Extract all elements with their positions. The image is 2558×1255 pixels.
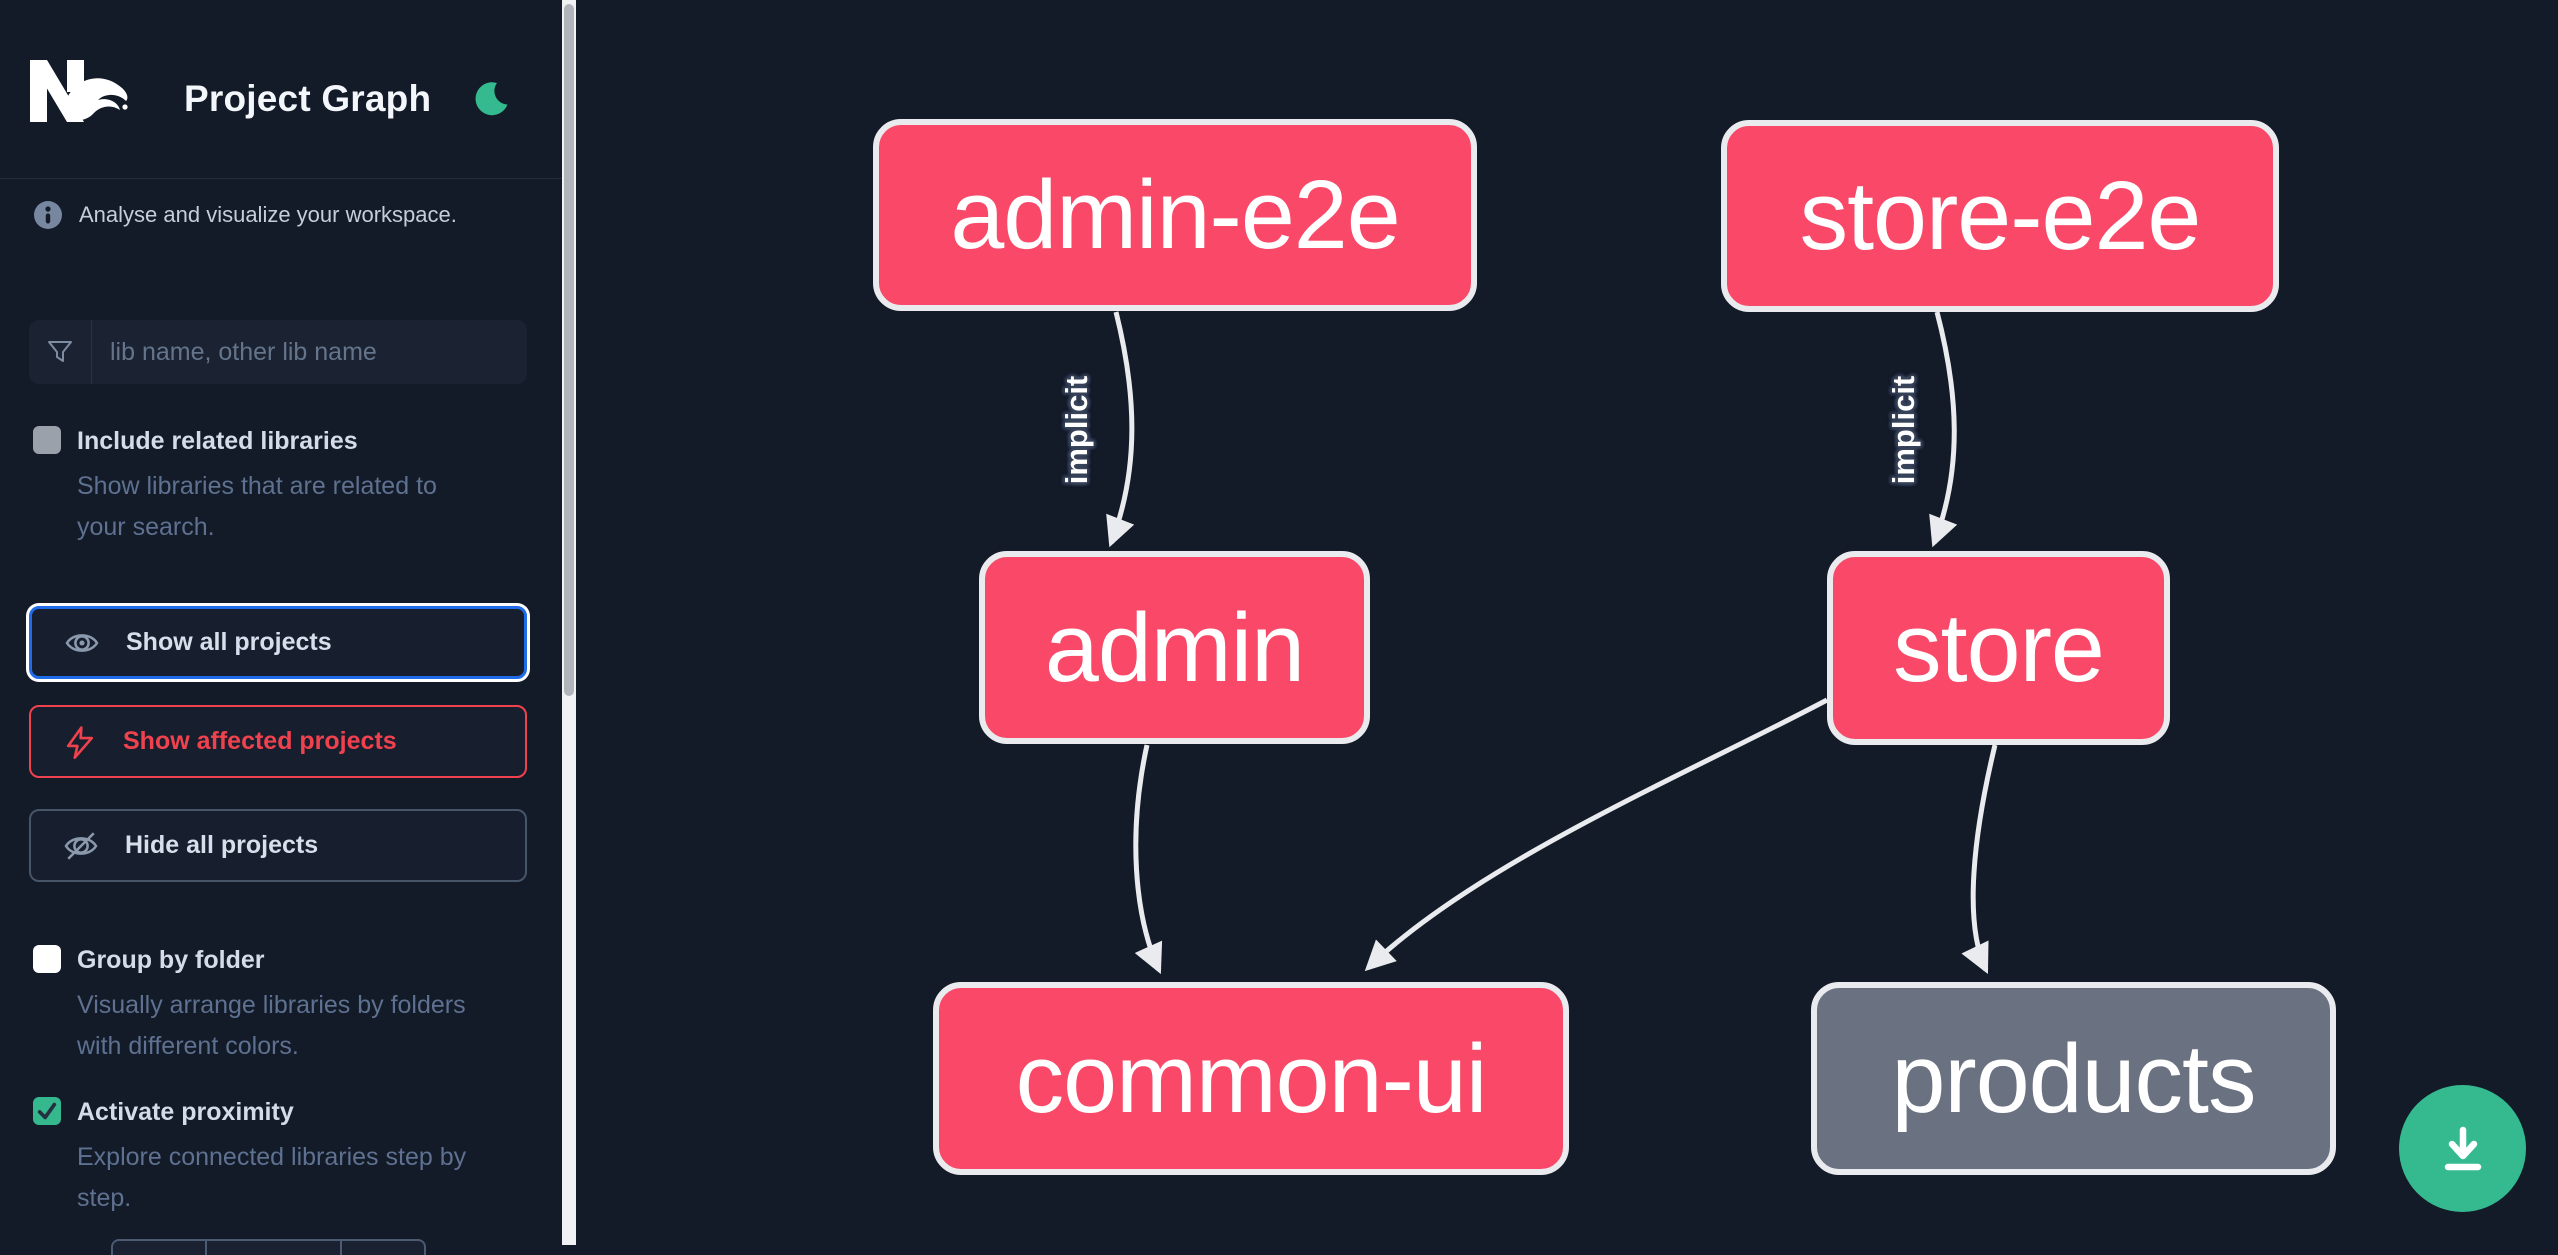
edge-label-implicit: implicit: [1886, 375, 1921, 485]
hide-all-projects-button[interactable]: Hide all projects: [29, 809, 527, 882]
graph-edges: [1106, 311, 1998, 975]
filter-funnel-icon: [29, 320, 92, 384]
edge-label-implicit: implicit: [1059, 375, 1094, 485]
show-all-projects-button[interactable]: Show all projects: [29, 606, 527, 679]
show-affected-projects-button[interactable]: Show affected projects: [29, 705, 527, 778]
option-activate-proximity: Activate proximity Explore connected lib…: [33, 1097, 533, 1237]
button-label: Hide all projects: [125, 831, 319, 859]
scrollbar-track[interactable]: [562, 0, 576, 1245]
button-label: Show affected projects: [123, 727, 397, 755]
node-common-ui[interactable]: common-ui: [933, 982, 1569, 1175]
option-label: Include related libraries: [77, 427, 358, 455]
checkmark-icon: [37, 1102, 57, 1120]
checkbox-activate-proximity[interactable]: [33, 1097, 61, 1125]
node-admin[interactable]: admin: [979, 551, 1370, 744]
eye-off-icon: [64, 831, 98, 860]
search-input[interactable]: [92, 320, 527, 384]
page-title: Project Graph: [184, 78, 432, 119]
option-description: Explore connected libraries step by step…: [77, 1143, 467, 1212]
search-box: [29, 320, 527, 384]
option-label: Group by folder: [77, 946, 265, 974]
option-group-by-folder: Group by folder Visually arrange librari…: [33, 945, 533, 1085]
edge-admin-e2e-admin: [1106, 311, 1135, 548]
tagline-text: Analyse and visualize your workspace.: [79, 202, 457, 227]
option-description: Show libraries that are related to your …: [77, 472, 437, 541]
dark-mode-moon-icon[interactable]: [472, 80, 512, 120]
sidebar: Project Graph Analyse and visualize your…: [0, 0, 562, 1255]
node-store[interactable]: store: [1827, 551, 2170, 745]
edge-store-e2e-store: [1929, 311, 1958, 548]
node-store-e2e[interactable]: store-e2e: [1721, 120, 2279, 312]
proximity-depth-control-partial[interactable]: [111, 1239, 426, 1255]
option-description: Visually arrange libraries by folders wi…: [77, 991, 466, 1060]
eye-icon: [65, 633, 99, 652]
button-label: Show all projects: [126, 628, 332, 656]
node-products[interactable]: products: [1811, 982, 2336, 1175]
edge-admin-common-ui: [1133, 744, 1163, 975]
scrollbar-thumb[interactable]: [564, 4, 574, 696]
edge-store-common-ui: [1364, 697, 1829, 972]
download-icon: [2444, 1126, 2481, 1170]
workspace-tagline-row: Analyse and visualize your workspace.: [33, 200, 533, 230]
edge-store-products: [1961, 744, 1998, 975]
sidebar-header: Project Graph: [0, 0, 562, 179]
option-include-related: Include related libraries Show libraries…: [33, 426, 533, 566]
info-icon: [34, 201, 62, 229]
lightning-bolt-icon: [66, 725, 94, 759]
option-label: Activate proximity: [77, 1098, 294, 1126]
node-admin-e2e[interactable]: admin-e2e: [873, 119, 1477, 311]
nx-logo-icon: [30, 60, 128, 122]
project-graph-canvas[interactable]: implicit implicit admin-e2e store-e2e ad…: [576, 0, 2558, 1245]
checkbox-include-related[interactable]: [33, 426, 61, 454]
checkbox-group-by-folder[interactable]: [33, 945, 61, 973]
download-image-button[interactable]: [2399, 1085, 2526, 1212]
